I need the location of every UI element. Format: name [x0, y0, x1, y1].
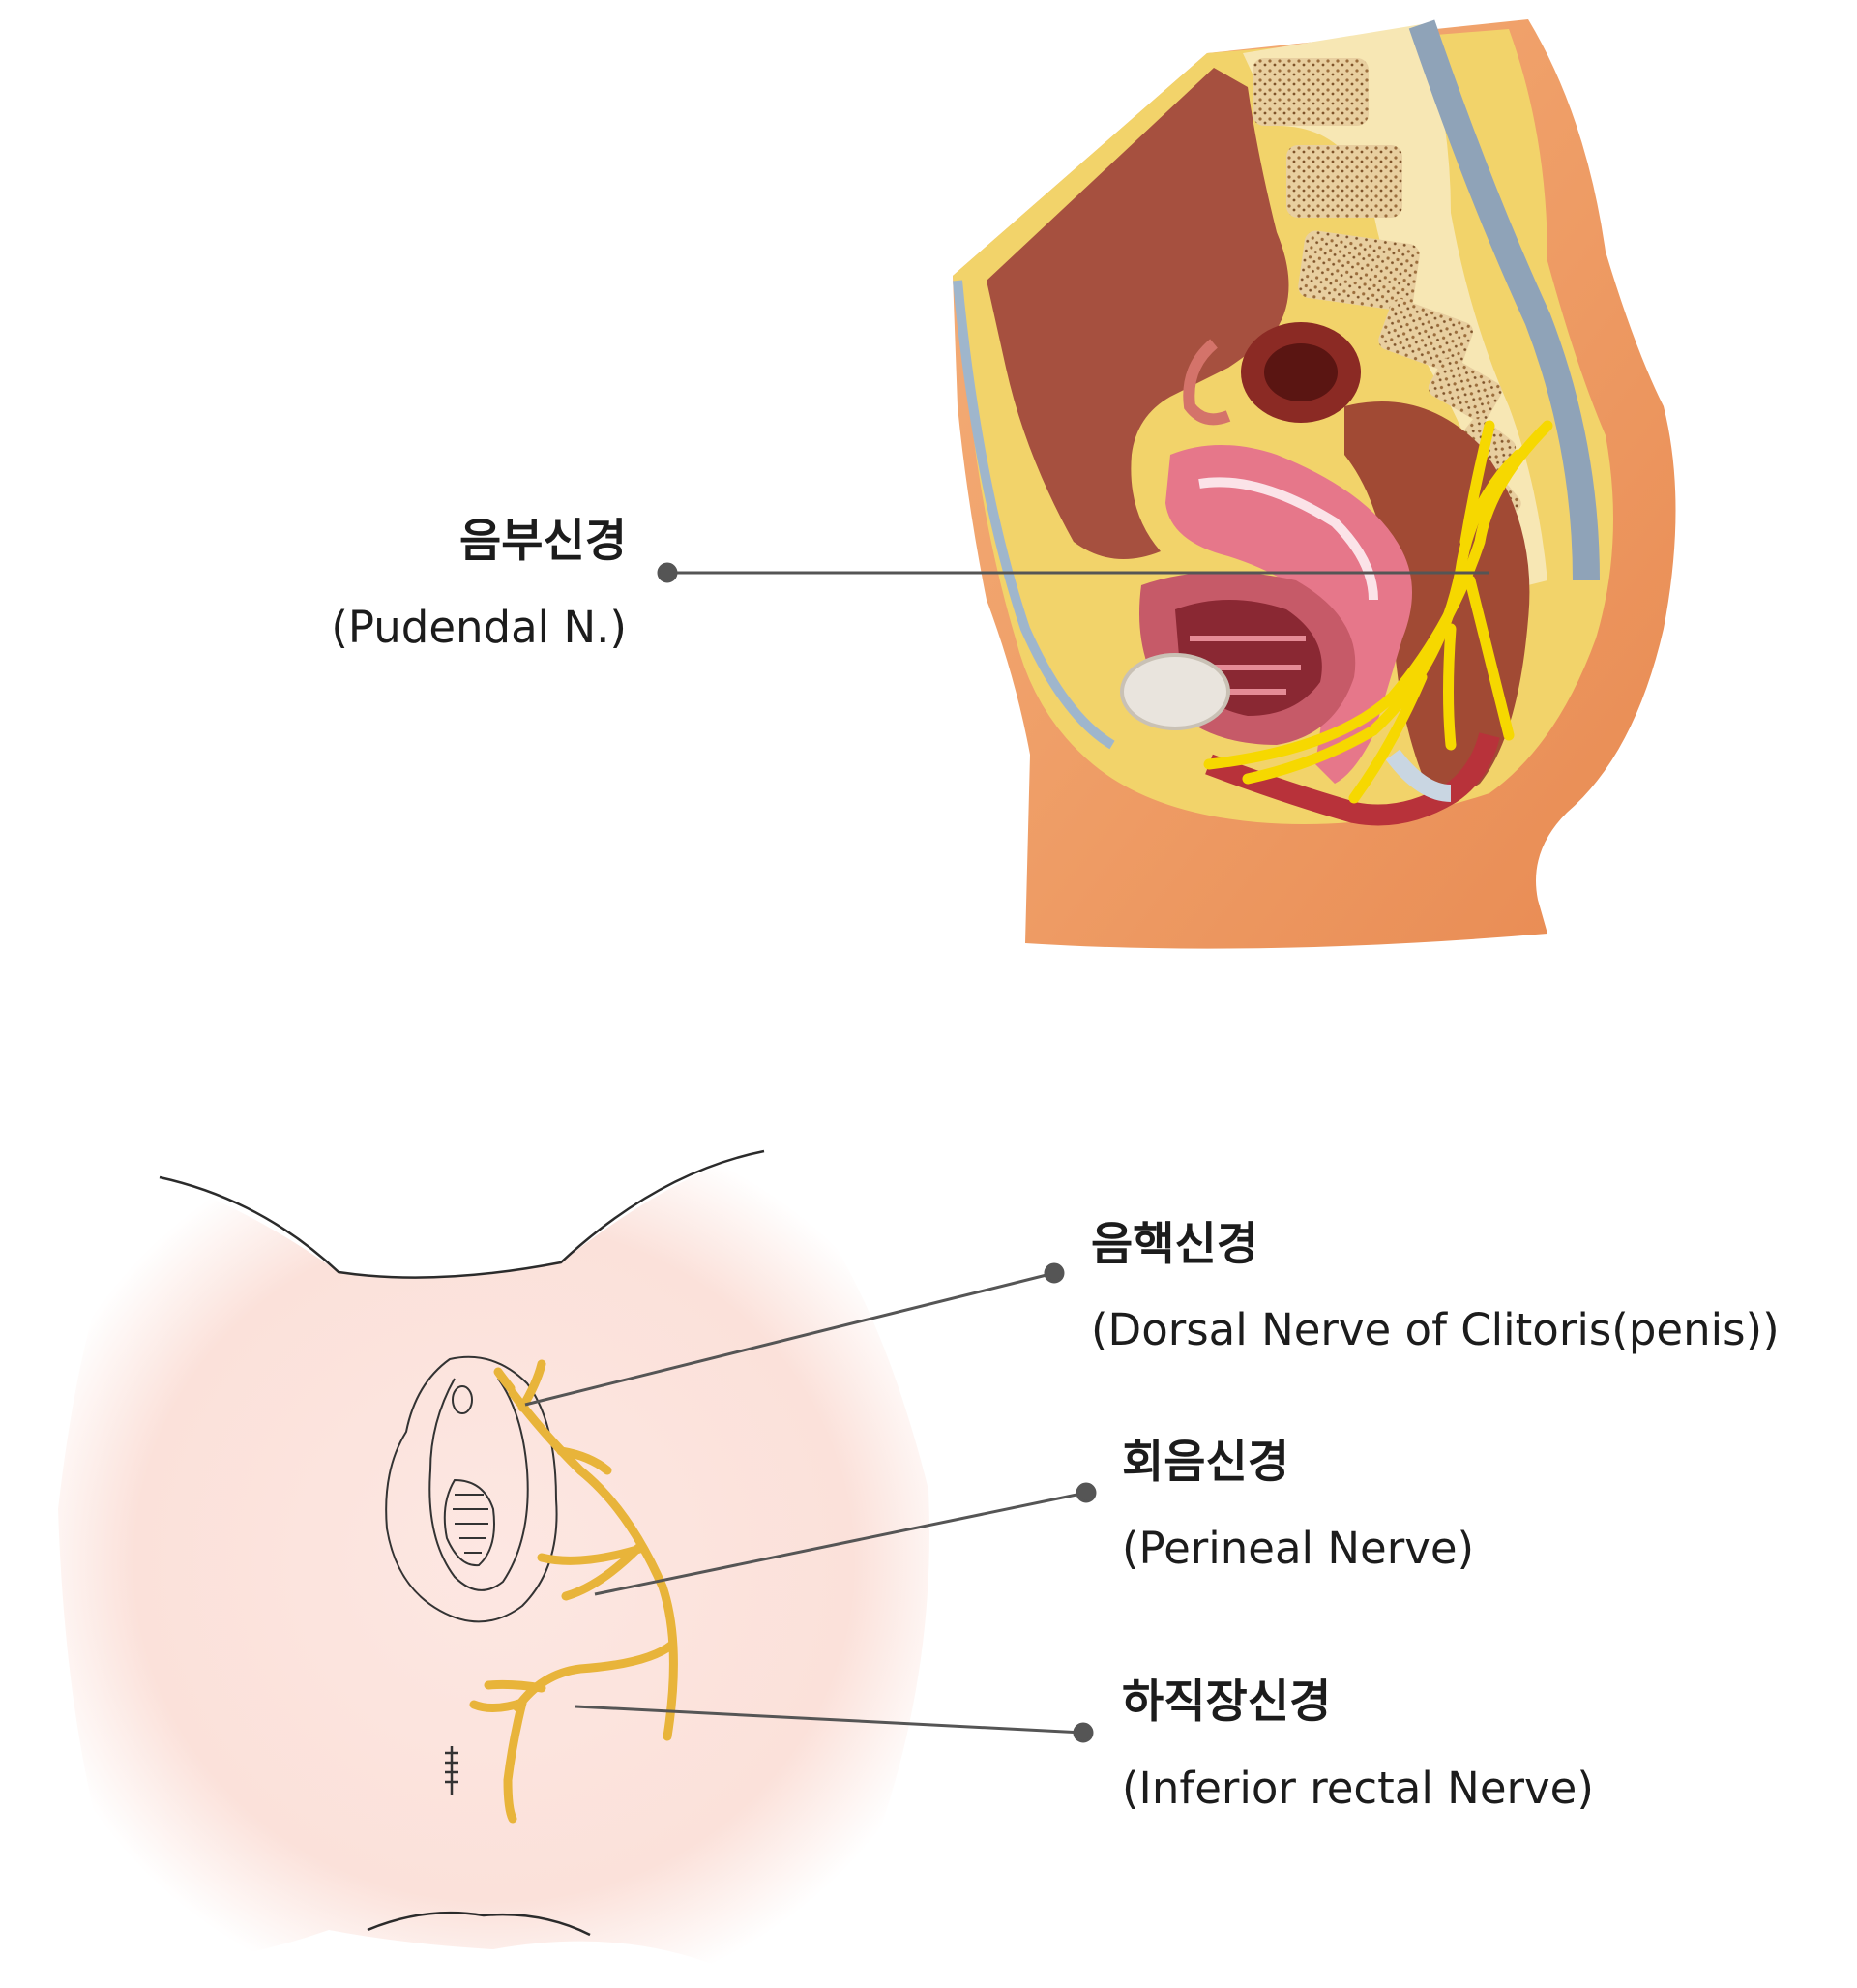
pubic-bone	[1120, 653, 1230, 730]
fallopian-tube	[1183, 339, 1231, 426]
pudendal-pointer-dot	[657, 562, 678, 583]
rectal-pointer-dot	[1073, 1722, 1094, 1743]
uterus	[1165, 445, 1412, 784]
sigmoid-colon	[1241, 322, 1361, 423]
dorsal-nerve-label-korean: 음핵신경	[1091, 1218, 1258, 1271]
pudendal-nerve	[1203, 420, 1553, 804]
perineal-nerve-label-english: (Perineal Nerve)	[1122, 1523, 1475, 1574]
leader-lines	[524, 562, 1489, 1743]
perineum-illustration	[58, 1149, 929, 1973]
vulva	[385, 1355, 558, 1623]
perineum-skin	[58, 1151, 929, 1973]
sagittal-pelvis-illustration	[953, 19, 1676, 949]
pudendal-label-korean: 음부신경	[459, 515, 627, 568]
abdominal-wall	[953, 280, 1115, 750]
dorsal-nerve-label-english: (Dorsal Nerve of Clitoris(penis))	[1091, 1304, 1780, 1355]
pelvic-floor	[1205, 732, 1500, 826]
dorsal-pointer-dot	[1044, 1262, 1065, 1284]
perineal-pointer-dot	[1076, 1482, 1097, 1503]
inferior-rectal-nerve-label-english: (Inferior rectal Nerve)	[1122, 1763, 1594, 1814]
perineal-nerve-label-korean: 회음신경	[1122, 1436, 1289, 1489]
perineal-nerve-branches	[469, 1359, 678, 1824]
anus	[445, 1746, 458, 1795]
peritoneal-cavity	[987, 68, 1289, 559]
buttocks-outline	[159, 1149, 765, 1279]
pudendal-label-english: (Pudendal N.)	[331, 602, 627, 653]
inferior-rectal-nerve-label-korean: 하직장신경	[1122, 1676, 1332, 1729]
